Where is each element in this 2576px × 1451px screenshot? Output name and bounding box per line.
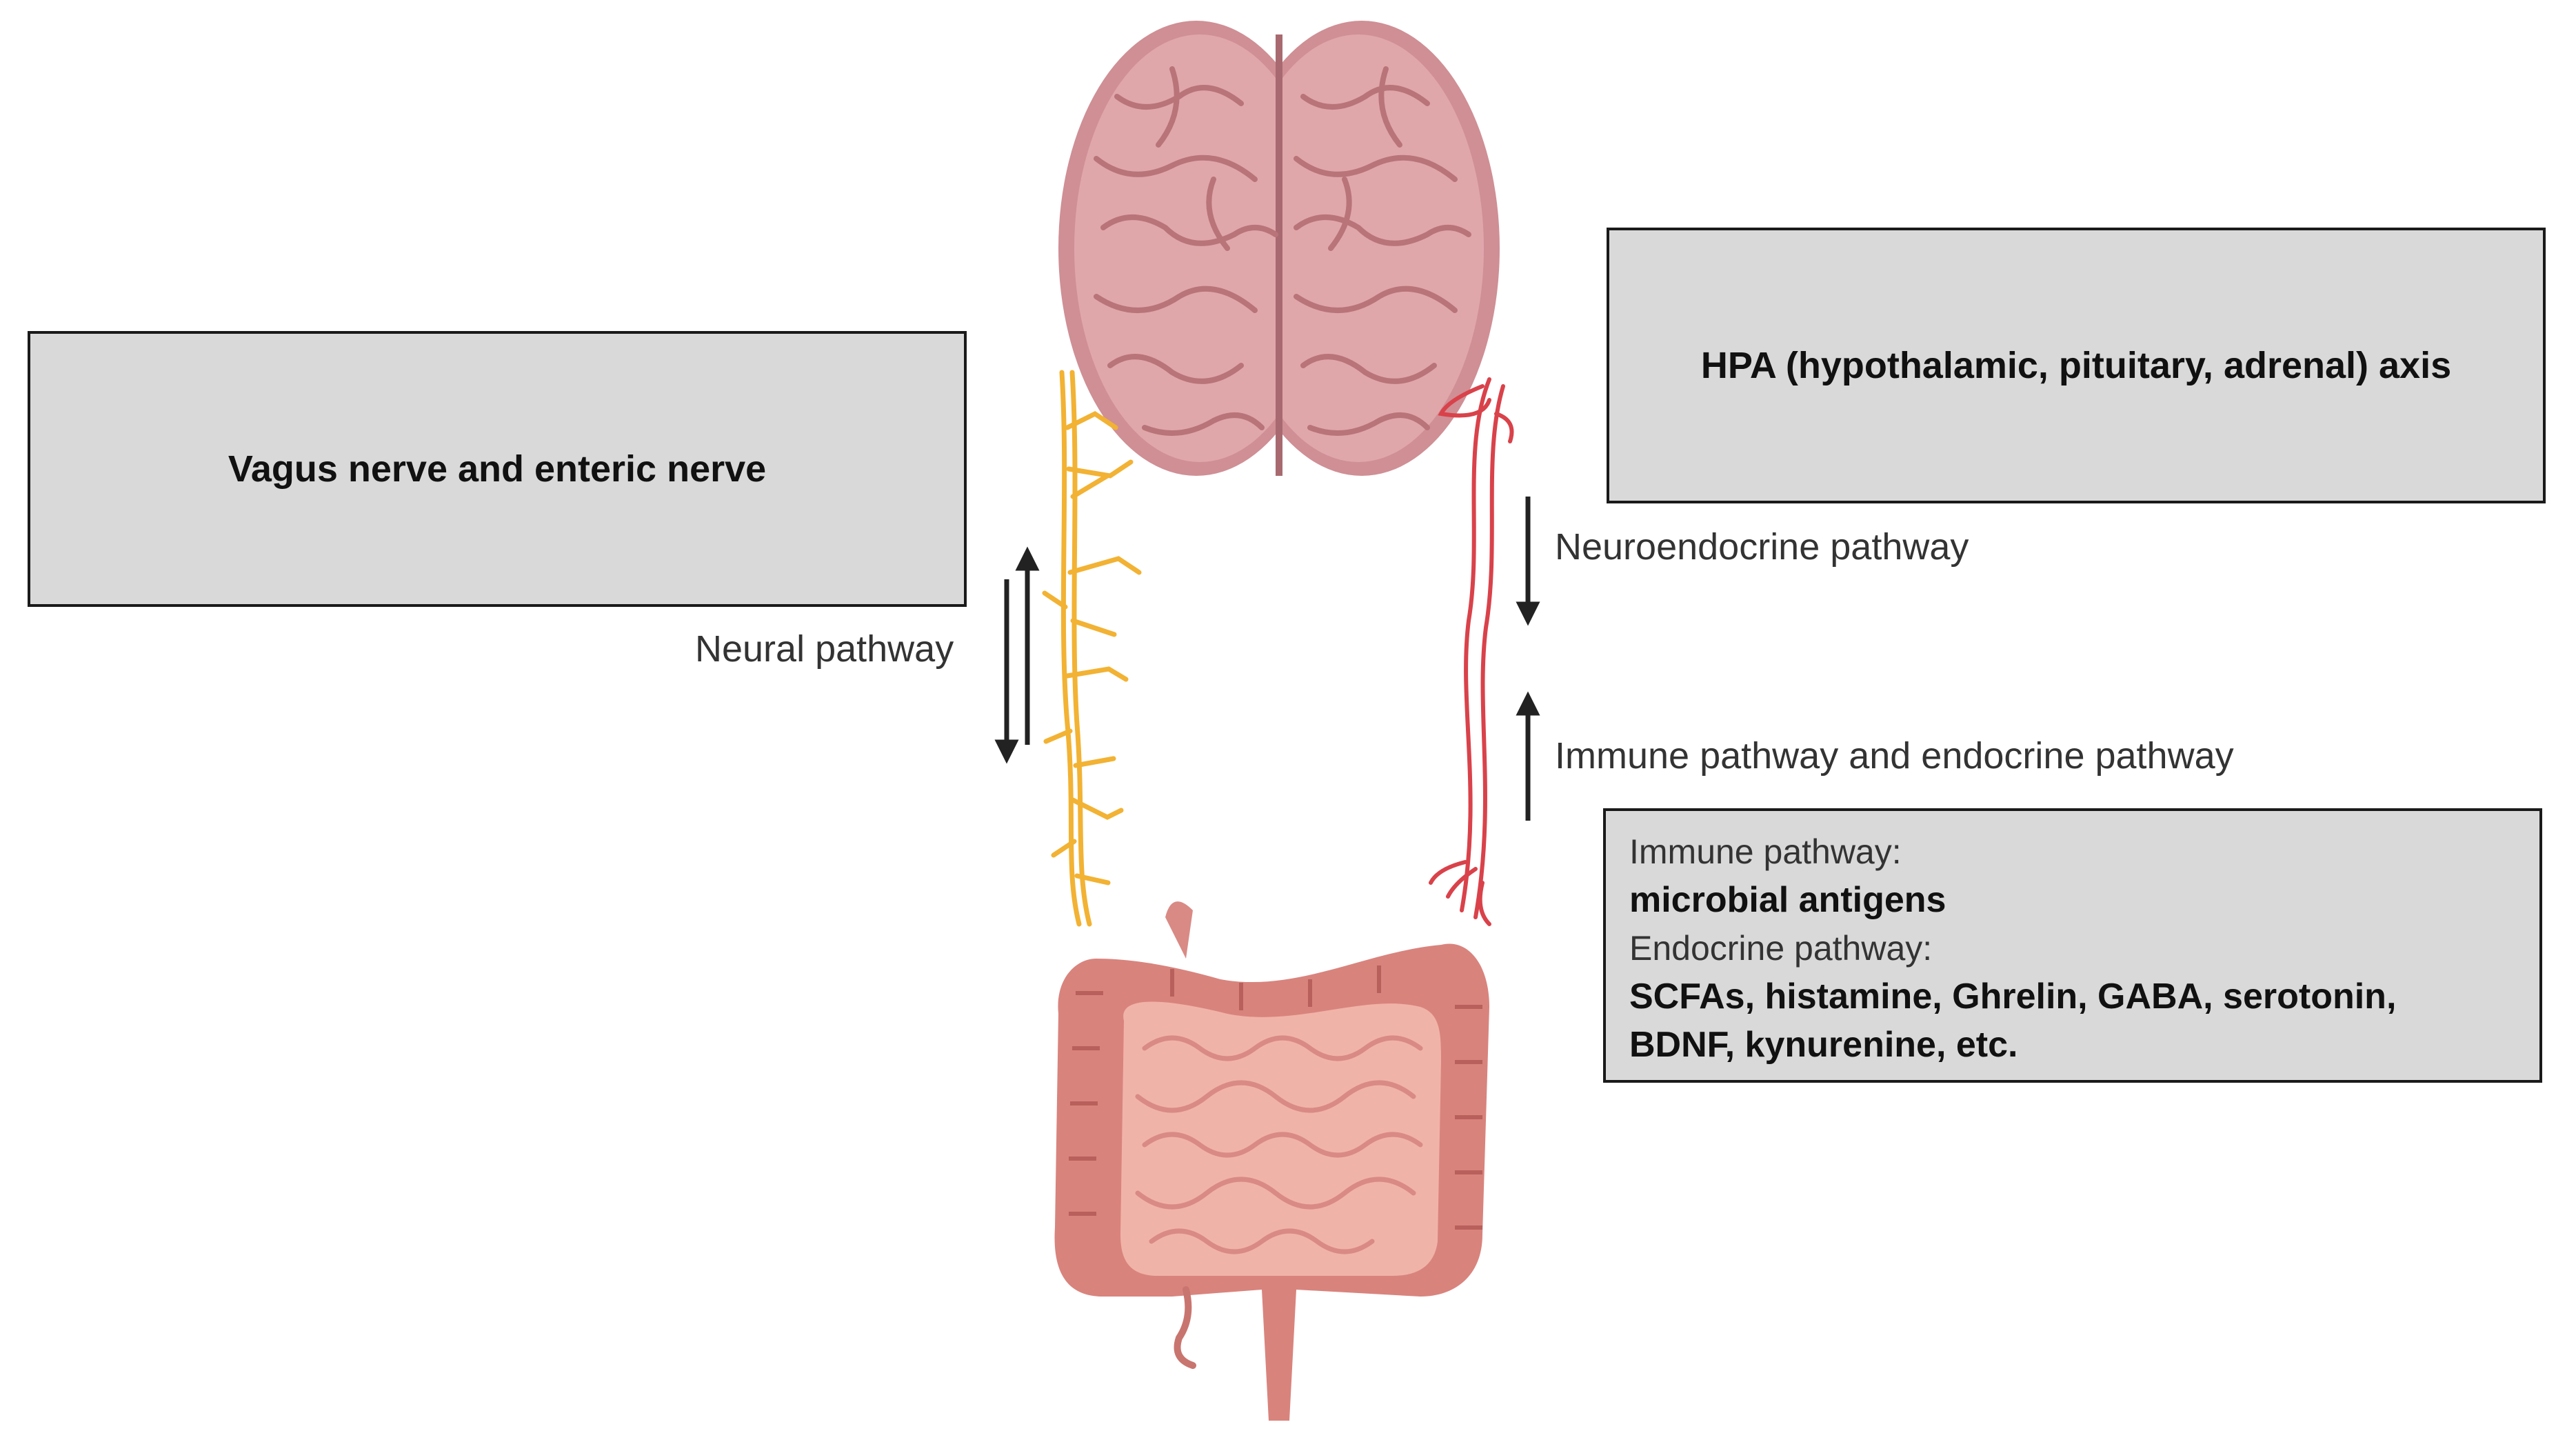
neural-pathway-label: Neural pathway — [695, 628, 954, 670]
vagus-nerve-illustration — [1042, 370, 1142, 927]
vagus-nerve-box: Vagus nerve and enteric nerve — [28, 331, 967, 607]
neural-pathway-arrows — [994, 546, 1040, 764]
neuroendocrine-pathway-label: Neuroendocrine pathway — [1555, 526, 1969, 568]
brain-illustration — [1058, 21, 1500, 476]
blood-vessel-illustration — [1429, 377, 1514, 926]
vagus-nerve-title: Vagus nerve and enteric nerve — [228, 448, 767, 490]
endocrine-pathway-heading: Endocrine pathway: — [1629, 929, 1933, 968]
immune-pathway-items: microbial antigens — [1629, 880, 1946, 920]
hpa-axis-box: HPA (hypothalamic, pituitary, adrenal) a… — [1607, 228, 2546, 503]
endocrine-pathway-items-line1: SCFAs, histamine, Ghrelin, GABA, seroton… — [1629, 977, 2397, 1017]
immune-endocrine-pathway-label: Immune pathway and endocrine pathway — [1555, 735, 2234, 777]
intestines-illustration — [1054, 901, 1489, 1421]
endocrine-pathway-items-line2: BDNF, kynurenine, etc. — [1629, 1025, 2018, 1065]
pathway-detail-box: Immune pathway: microbial antigens Endoc… — [1603, 808, 2542, 1083]
hpa-axis-title: HPA (hypothalamic, pituitary, adrenal) a… — [1700, 345, 2452, 386]
immune-pathway-heading: Immune pathway: — [1629, 832, 1902, 871]
